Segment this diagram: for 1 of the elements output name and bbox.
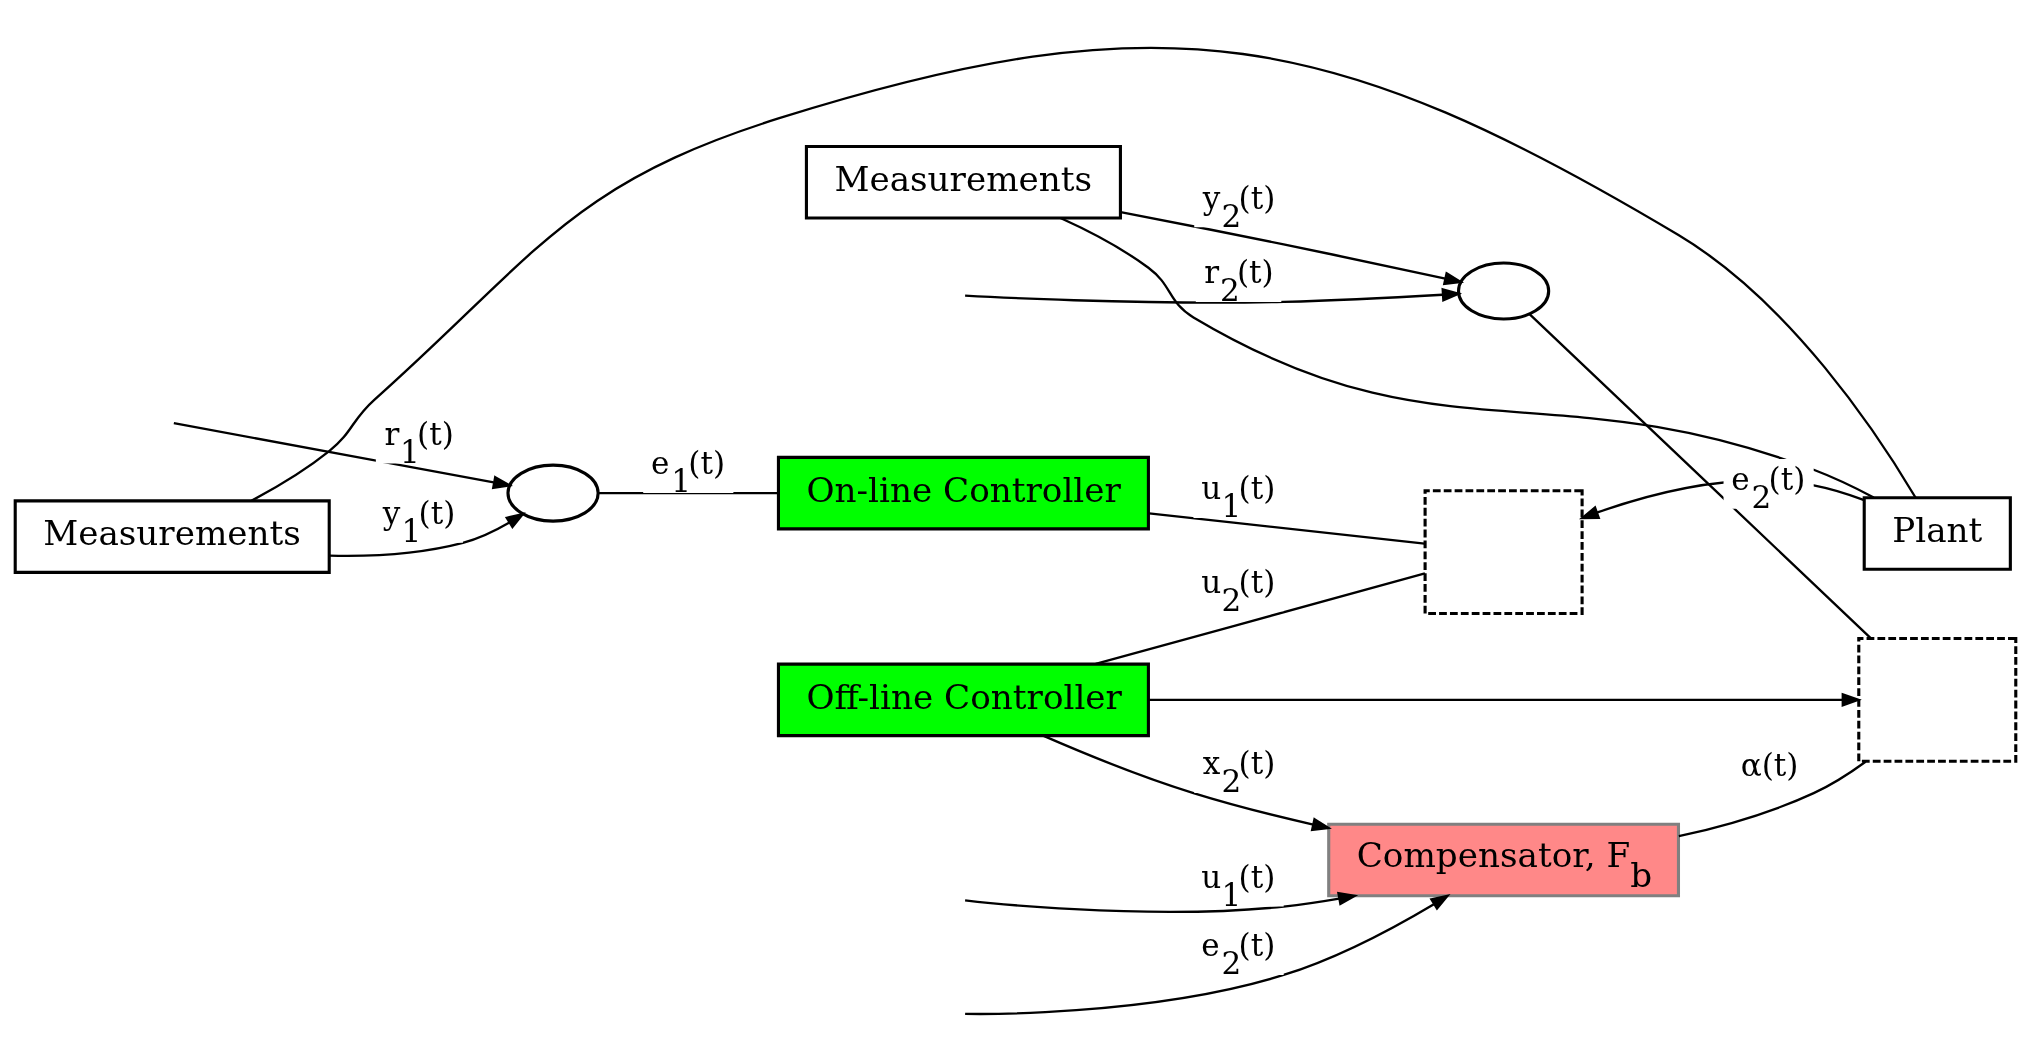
edge-label: α(t) [1740,746,1798,783]
